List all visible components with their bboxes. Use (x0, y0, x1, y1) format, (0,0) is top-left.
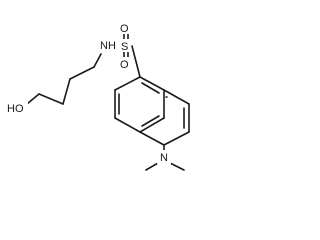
atom-h-amide: H (108, 40, 116, 52)
atom-n-amide: N (100, 40, 108, 52)
ring-b-4 (139, 131, 165, 146)
atom-oxygen-top: O (120, 23, 129, 35)
atom-hydroxyl: HO (7, 103, 24, 115)
ring-a-3 (114, 117, 141, 133)
bond-c2-c3 (62, 78, 71, 105)
bond-n-methyl-right (169, 162, 185, 171)
ring-b-3 (163, 131, 190, 146)
bond-c4-n (93, 53, 102, 68)
ring-a-1 (114, 76, 141, 91)
atom-labels: N H S O O HO N (6, 21, 171, 164)
bond-oh-c1 (26, 93, 40, 105)
chemical-structure-diagram: N H S O O HO N (6, 21, 190, 171)
bonds (26, 32, 190, 171)
ring-a-6 (139, 76, 165, 91)
bond-n-methyl-left (145, 162, 159, 171)
bond-s-ring (131, 45, 141, 78)
ring-a-4 (139, 117, 165, 133)
atom-oxygen-bottom: O (120, 59, 129, 71)
ring-a-double-2 (141, 82, 160, 94)
atom-sulfur: S (121, 41, 128, 53)
bond-c3-c4 (69, 66, 95, 80)
bond-c1-c2 (38, 93, 64, 105)
ring-b-1 (163, 89, 190, 105)
ring-a-double-3 (141, 115, 160, 127)
atom-n-dimethylamino: N (160, 152, 168, 164)
